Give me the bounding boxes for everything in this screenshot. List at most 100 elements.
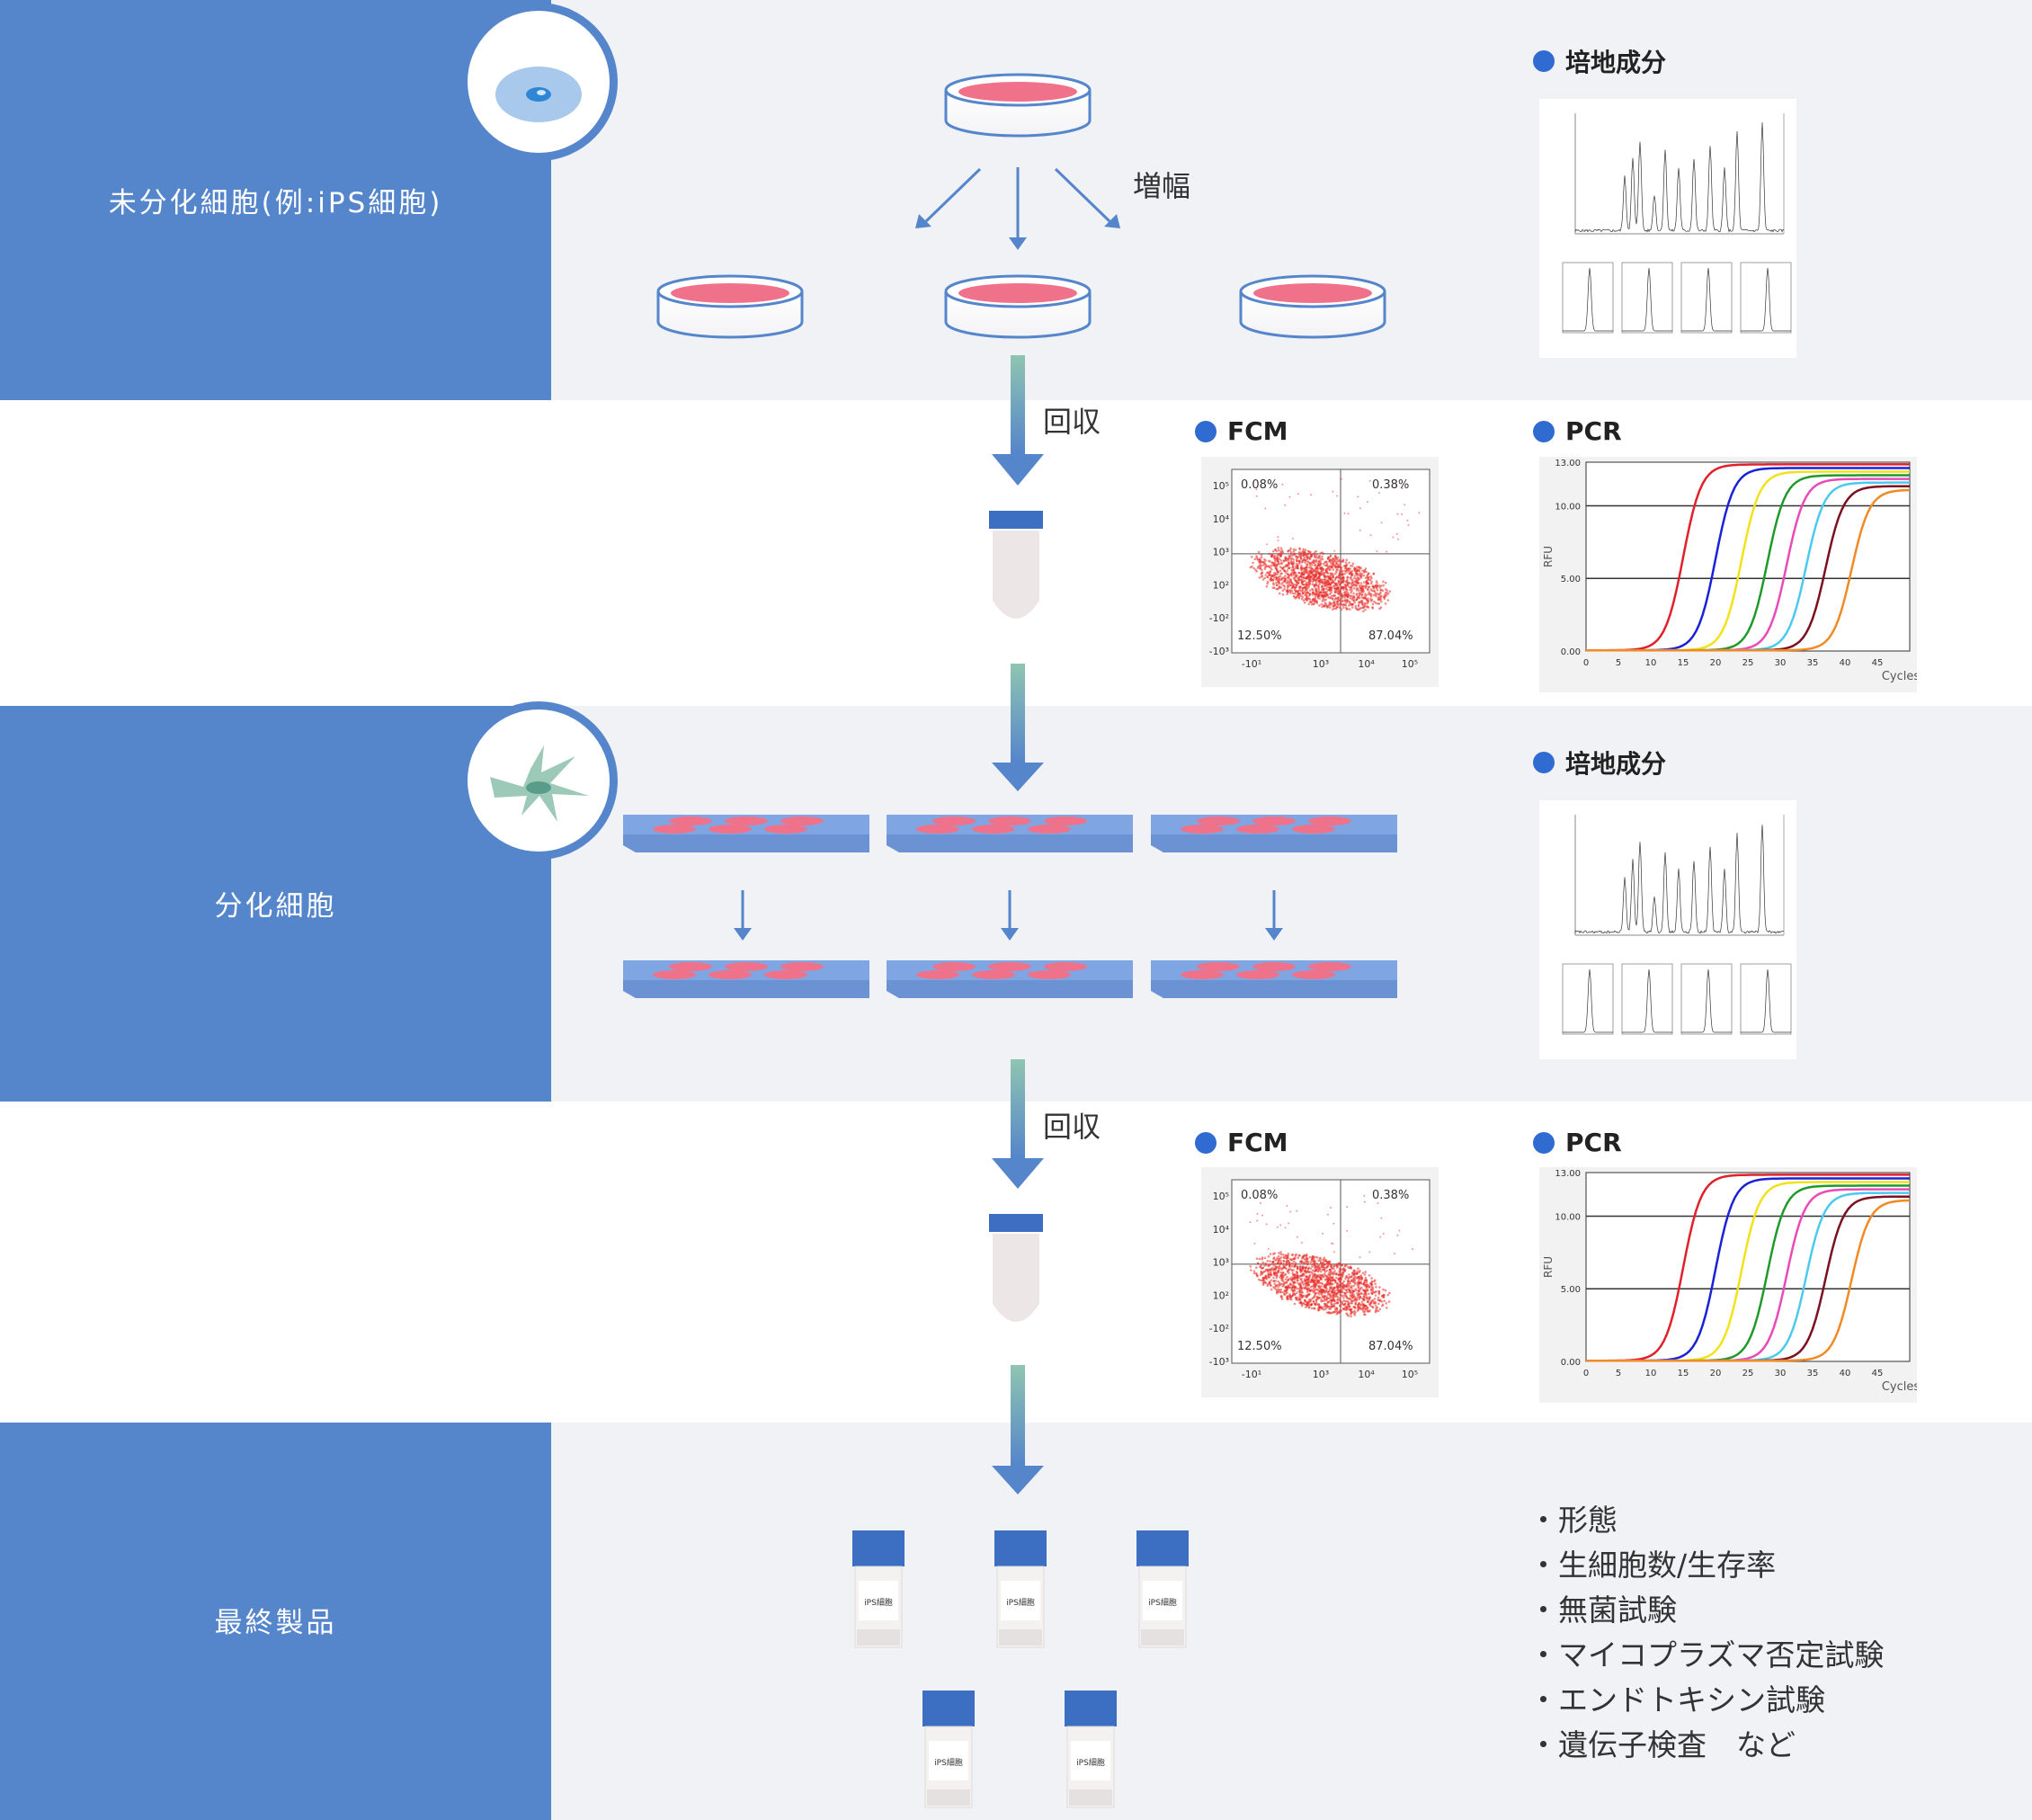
fcm-event-point — [1308, 1289, 1312, 1292]
vial-label: iPS細胞 — [1076, 1759, 1105, 1768]
fcm-event-point — [1328, 568, 1331, 571]
fcm-event-point — [1333, 549, 1336, 552]
fcm-event-point — [1323, 579, 1325, 582]
fcm-event-point — [1311, 1265, 1314, 1268]
fcm-event-point — [1358, 1302, 1360, 1305]
fcm-event-point — [1298, 592, 1301, 595]
fcm-event-point — [1278, 592, 1281, 595]
fcm-event-point — [1369, 588, 1373, 591]
fcm-event-point — [1296, 559, 1298, 562]
fcm-event-point — [1266, 1275, 1270, 1279]
fcm-event-point — [1366, 1298, 1368, 1300]
fcm-event-point — [1308, 580, 1312, 583]
fcm-event-point — [1260, 564, 1263, 567]
x-tick-label: 20 — [1710, 658, 1722, 668]
fcm-event-point — [1306, 557, 1309, 560]
fcm-event-point — [1386, 550, 1388, 553]
fcm-event-point — [1371, 607, 1375, 610]
fcm-event-point — [1317, 586, 1320, 590]
fcm-event-point — [1352, 599, 1356, 602]
fcm-event-point — [1308, 1273, 1312, 1277]
fcm-event-point — [1310, 494, 1313, 496]
stage-panel-final — [0, 1423, 551, 1820]
fcm-event-point — [1378, 586, 1382, 589]
fcm-event-point — [1296, 1279, 1299, 1282]
fcm-event-point — [1256, 1274, 1259, 1277]
fcm-event-point — [1322, 1259, 1324, 1262]
y-tick-label: 10⁵ — [1213, 480, 1229, 492]
quadrant-lr-value: 87.04% — [1368, 629, 1413, 643]
x-tick-label: 10³ — [1313, 1369, 1329, 1380]
fcm-event-point — [1328, 1269, 1332, 1271]
fcm-event-point — [1313, 1295, 1316, 1298]
fcm-event-point — [1379, 600, 1383, 603]
x-tick-label: 40 — [1840, 1369, 1851, 1378]
fcm-event-point — [1350, 1309, 1352, 1313]
x-tick-label: 35 — [1807, 1369, 1819, 1378]
fcm-event-point — [1347, 513, 1350, 515]
fcm-event-point — [1345, 1312, 1348, 1315]
fcm-event-point — [1381, 1303, 1385, 1307]
fcm-event-point — [1305, 1275, 1307, 1278]
chromatogram-inset — [1740, 262, 1792, 334]
fcm-event-point — [1294, 1293, 1297, 1296]
fcm-event-point — [1267, 1248, 1270, 1250]
fcm-event-point — [1332, 605, 1334, 608]
stage-panel-differentiated — [0, 706, 551, 1102]
fcm-event-point — [1346, 1229, 1349, 1232]
fcm-event-point — [1362, 584, 1365, 588]
fcm-event-point — [1353, 1269, 1356, 1272]
fcm-event-point — [1285, 1280, 1288, 1284]
fcm-event-point — [1382, 1232, 1385, 1235]
fcm-event-point — [1337, 1283, 1340, 1286]
fcm-event-point — [1292, 558, 1295, 561]
fcm-event-point — [1368, 1303, 1371, 1306]
x-tick-label: 10⁴ — [1358, 658, 1375, 670]
fcm-event-point — [1286, 589, 1289, 592]
fcm-event-point — [1330, 1207, 1332, 1209]
fcm-event-point — [1330, 1298, 1333, 1301]
x-tick-label: -10¹ — [1242, 658, 1261, 670]
fcm-event-point — [1375, 587, 1378, 590]
fcm-event-point — [1317, 567, 1320, 570]
x-tick-label: 20 — [1710, 1369, 1722, 1378]
fcm-event-point — [1323, 602, 1326, 604]
fcm-event-point — [1339, 1303, 1342, 1306]
fcm-event-point — [1270, 579, 1273, 582]
fcm-event-point — [1366, 501, 1368, 504]
fcm-event-point — [1323, 1307, 1327, 1311]
fcm-event-point — [1315, 553, 1318, 557]
fcm-event-point — [1322, 574, 1325, 576]
fcm-event-point — [1298, 1291, 1302, 1295]
fcm-event-point — [1250, 1269, 1252, 1271]
fcm-event-point — [1286, 1275, 1288, 1279]
fcm-event-point — [1296, 567, 1299, 569]
fcm-event-point — [1332, 608, 1334, 611]
fcm-event-point — [1324, 1266, 1327, 1270]
fcm-event-point — [1291, 566, 1295, 569]
fcm-event-point — [1249, 1265, 1252, 1268]
fcm-event-point — [1320, 1285, 1323, 1288]
final-test-item: ・遺伝子検査 など — [1528, 1727, 1796, 1762]
fcm-event-point — [1348, 604, 1350, 607]
fcm-event-point — [1324, 584, 1327, 587]
fcm-event-point — [1328, 1297, 1331, 1300]
fcm-event-point — [1308, 593, 1312, 595]
fcm-event-point — [1289, 1210, 1292, 1213]
fcm-event-point — [1359, 507, 1361, 510]
chromatogram-trace — [1681, 267, 1732, 332]
fcm-event-point — [1316, 584, 1320, 587]
fcm-event-point — [1334, 607, 1338, 610]
fcm-event-point — [1341, 1275, 1344, 1278]
fcm-event-point — [1315, 600, 1319, 602]
fcm-event-point — [1276, 1226, 1279, 1228]
fcm-event-point — [1321, 581, 1324, 584]
fcm-event-point — [1345, 1296, 1348, 1298]
final-test-item: ・マイコプラズマ否定試験 — [1528, 1637, 1885, 1673]
fcm-event-point — [1360, 572, 1364, 575]
y-tick-label: 5.00 — [1561, 575, 1581, 584]
fcm-event-point — [1378, 492, 1380, 495]
fcm-event-point — [1376, 584, 1378, 587]
fcm-event-point — [1327, 596, 1330, 599]
